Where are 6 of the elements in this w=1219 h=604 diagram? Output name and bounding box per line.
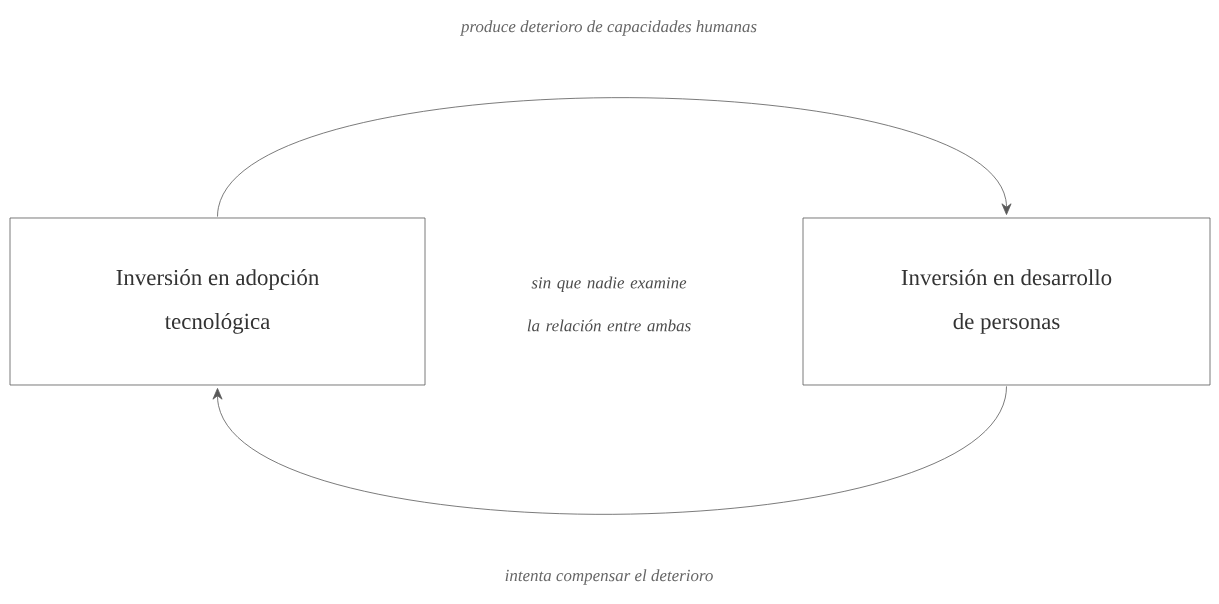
curved-arrow (212, 386, 1007, 515)
process-box: Inversión en adopción tecnológica (9, 217, 426, 386)
edge-label: intenta compensar el deterioro (505, 569, 713, 585)
note-text: sin que nadie examine la relación entre ambas (527, 276, 691, 332)
process-box: Inversión en desarrollo de personas (802, 217, 1211, 386)
edge-label: produce deterioro de capacidades humanas (460, 20, 757, 36)
